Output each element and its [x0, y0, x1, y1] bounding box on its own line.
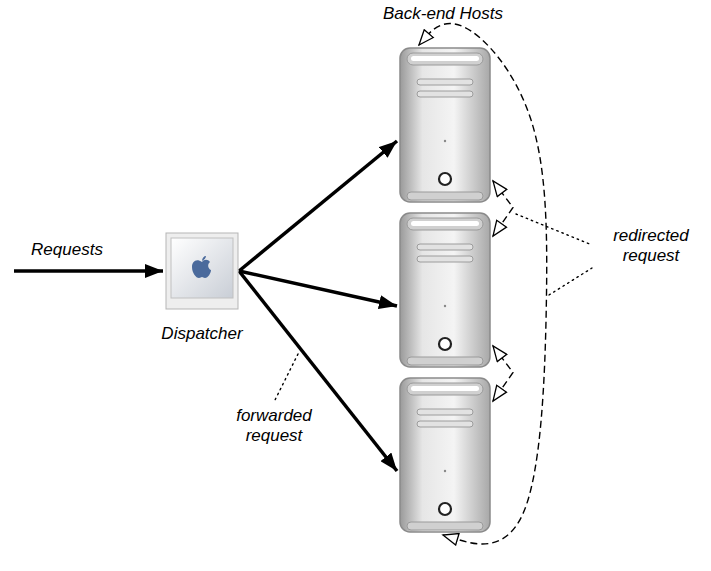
tower-icon [397, 210, 493, 370]
power-button [439, 503, 451, 515]
host-computer [397, 375, 493, 535]
leader-line [549, 268, 592, 295]
tower-case [400, 213, 490, 367]
power-button [439, 173, 451, 185]
icon-frame [166, 233, 238, 309]
drive-slot [417, 79, 473, 85]
leader-line [516, 214, 592, 245]
node-caption: Dispatcher [161, 324, 242, 344]
drive-slot [417, 256, 473, 262]
request-arrow [14, 269, 163, 273]
tower-icon [397, 45, 493, 205]
handle-gap [411, 56, 479, 61]
dispatcher-box: Dispatcher [165, 232, 239, 310]
handle-gap [411, 221, 479, 226]
status-light [444, 140, 446, 142]
annotation-label: redirected request [598, 226, 704, 265]
host-computer [397, 45, 493, 205]
leader-line [274, 354, 298, 402]
tower-case [400, 48, 490, 202]
redirect-arrow [493, 181, 513, 236]
tower-handle [407, 383, 483, 395]
tower-foot [407, 357, 483, 365]
dispatcher-icon [165, 232, 239, 310]
drive-slot [417, 409, 473, 415]
power-button [439, 338, 451, 350]
tower-foot [407, 522, 483, 530]
icon-screen [171, 238, 233, 298]
tower-handle [407, 53, 483, 65]
tower-handle [407, 218, 483, 230]
annotation-label: forwarded request [222, 406, 326, 445]
status-light [444, 470, 446, 472]
tower-icon [397, 375, 493, 535]
host-computer [397, 210, 493, 370]
drive-slot [417, 421, 473, 427]
apple-logo [192, 256, 211, 278]
status-light [444, 305, 446, 307]
redirect-arrow [493, 346, 513, 401]
annotation-label: Requests [12, 240, 122, 260]
tower-case [400, 378, 490, 532]
drive-slot [417, 244, 473, 250]
annotation-label: Back-end Hosts [368, 4, 518, 24]
drive-slot [417, 91, 473, 97]
forward-arrow [239, 141, 397, 271]
handle-gap [411, 386, 479, 391]
tower-foot [407, 192, 483, 200]
